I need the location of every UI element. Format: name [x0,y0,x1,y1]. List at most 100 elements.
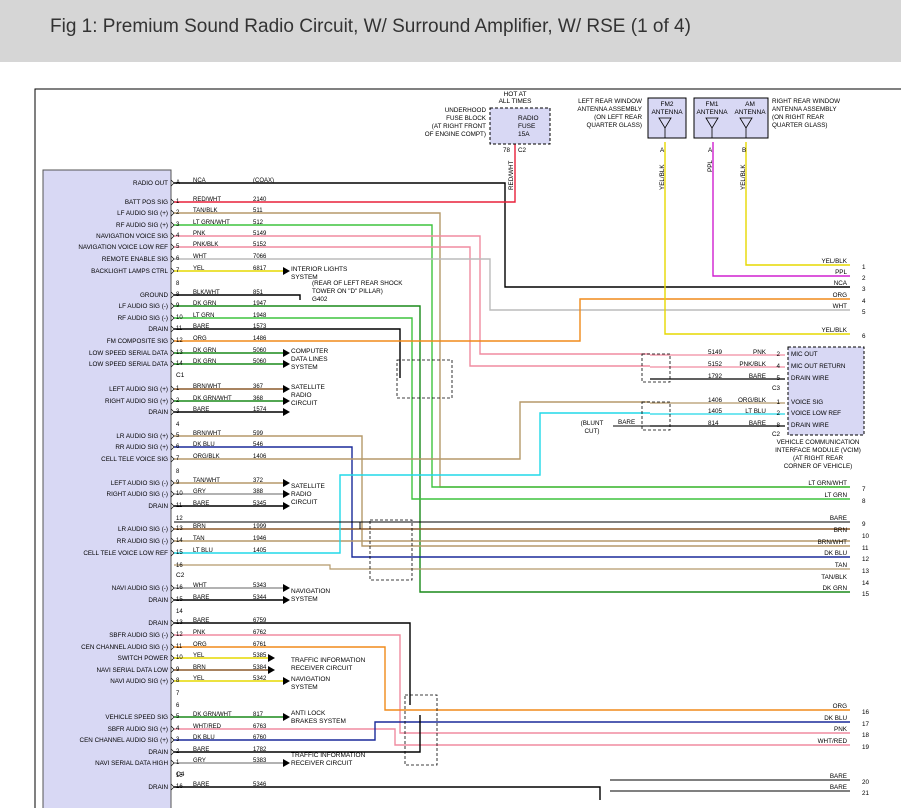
vcim-wire-color: BARE [749,420,766,427]
fuse-block-label: UNDERHOOD [445,107,487,114]
rr-plus-wire [174,446,850,558]
page-title: Fig 1: Premium Sound Radio Circuit, W/ S… [50,16,691,37]
radio-pin-label: CELL TELE VOICE SIG [101,456,168,463]
destination-label: CIRCUIT [291,499,317,506]
circuit-number: 851 [253,290,264,296]
wire-color: WHT [193,254,207,260]
ground-note: TOWER ON "D" PILLAR) [312,288,383,295]
am-wire [745,142,850,266]
vcim-circuit: 5152 [708,361,723,368]
connector-chevron [170,666,175,674]
drain-wire [174,328,401,378]
destination-label: SATELLITE [291,483,326,490]
vcim-pin-number: 5 [776,375,780,382]
right-pin-number: 14 [862,580,870,587]
connector-chevron [170,549,175,557]
pin-number: 13 [176,620,183,626]
batt-wire [174,140,516,203]
vcim-pin-label: DRAIN WIRE [791,422,829,429]
circuit-number: 6817 [253,266,267,272]
destination-label: DATA LINES [291,356,328,363]
wire-color: DK GRN [193,348,216,354]
wire-color: WHT/RED [193,724,222,730]
rf-plus-wire [174,224,850,488]
ground-note: (REAR OF LEFT REAR SHOCK [312,280,403,287]
radio-pin-label: LF AUDIO SIG (+) [117,210,168,217]
wire-color: BRN [193,524,206,530]
pin-number: 14 [176,538,183,544]
destination-label: SATELLITE [291,384,326,391]
right-pin-number: 12 [862,556,870,563]
pin-number: 11 [176,644,183,650]
radio-pin-label: LEFT AUDIO SIG (-) [111,480,168,487]
right-wire-color: BARE [830,784,847,791]
wire-color: PNK [193,231,205,237]
arrowhead [283,360,290,368]
antenna-icon [658,117,672,138]
right-pin-number: 10 [862,533,870,540]
am-name: ANTENNA [734,109,766,116]
vcim-conn: C2 [772,431,781,438]
connector-chevron [170,502,175,510]
right-wire-color: NCA [834,280,848,287]
radio-pin-label: DRAIN [148,409,168,416]
radio-module [42,169,172,808]
circuit-number: 1573 [253,324,267,330]
radio-pin-label: DRAIN [148,749,168,756]
destination-label: SYSTEM [291,684,318,691]
right-wire-color: DK BLU [824,715,847,722]
radio-pin-label: NAVI AUDIO SIG (-) [112,585,168,592]
pin-number: 9 [176,667,180,673]
pin-number: 6 [176,256,180,262]
vcim-pin-number: 8 [776,422,780,429]
fuse-block-box [489,107,551,145]
cen-minus-wire [174,646,850,711]
radio-pin-label: LOW SPEED SERIAL DATA [89,361,169,368]
vcim-pin-number: 1 [776,399,780,406]
pin-number: 11 [176,326,183,332]
pin-number: 14 [176,361,183,367]
connector-chevron [170,209,175,217]
circuit-number: 1999 [253,524,267,530]
pin-number: 8 [176,292,180,298]
diagram-frame [34,88,901,808]
pin-number: 5 [176,714,180,720]
pin-number: 16 [176,585,183,591]
right-antenna-label: (ON RIGHT REAR [772,114,824,121]
pin-number: 7 [176,456,180,462]
pin-number: 10 [176,491,183,497]
antenna-wire-color: YEL/BLK [740,164,747,190]
arrowhead [283,502,290,510]
vcim-wire-color: ORG/BLK [738,397,767,404]
radio-pin-label: CEN CHANNEL AUDIO SIG (-) [81,644,168,651]
wire-color: BARE [193,595,209,601]
wire-color: ORG [193,336,207,342]
wire-color: BRN/WHT [193,431,221,437]
wire-color: BARE [193,501,209,507]
arrowhead [283,408,290,416]
destination-label: NAVIGATION [291,676,330,683]
connector-chevron [170,337,175,345]
radio-pin-label: LF AUDIO SIG (-) [119,303,168,310]
pin-number: 15 [176,550,183,556]
connector-chevron [170,479,175,487]
right-wire-color: TAN [835,562,848,569]
ppl-wire [712,142,850,277]
connector-chevron [170,748,175,756]
nav-voice-low-wire [174,246,650,367]
arrowhead [283,385,290,393]
vcim-pin-label: MIC OUT RETURN [791,363,846,370]
left-antenna-label: ANTENNA ASSEMBLY [577,106,642,113]
wire-color: PNK/BLK [193,242,218,248]
remote-enable-wire [174,258,850,311]
destination-label: BRAKES SYSTEM [291,718,346,725]
cell-low-wire [174,412,650,554]
circuit-number: 388 [253,489,264,495]
lr-plus-wire [174,435,850,547]
right-pin-number: 3 [862,286,866,293]
sbfr-minus-wire [174,634,850,734]
wire-color: BARE [193,324,209,330]
circuit-number: 1782 [253,747,267,753]
ground-id: G402 [312,296,328,303]
